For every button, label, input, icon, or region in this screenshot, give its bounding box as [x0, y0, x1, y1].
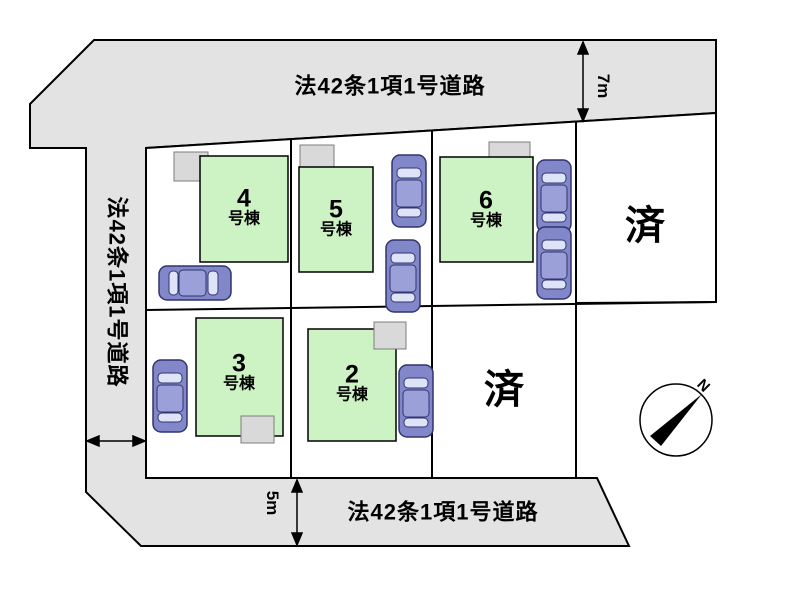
porch-2	[373, 321, 407, 350]
bottom-road-label: 法42条1項1号道路	[347, 499, 539, 525]
bottom-road-width-label: 5m	[262, 490, 282, 516]
building-6-suffix: 号棟	[469, 212, 503, 230]
buildings	[195, 155, 534, 442]
building-4-number: 4	[237, 184, 251, 213]
car-lot4	[158, 265, 232, 301]
top-road-label: 法42条1項1号道路	[294, 73, 486, 99]
car-lot2	[398, 364, 434, 438]
building-2-label: 2 号棟	[336, 361, 368, 404]
car-lot5-a	[391, 154, 427, 228]
building-6	[439, 156, 534, 263]
building-5-suffix: 号棟	[319, 221, 353, 239]
dimension-arrows	[85, 40, 590, 547]
sold-lot-top-right-label: 済	[625, 204, 667, 248]
building-6-number: 6	[479, 186, 493, 215]
building-5-number: 5	[329, 195, 343, 224]
car-lot6-b	[536, 226, 572, 300]
porch-3	[240, 415, 275, 444]
building-2-number: 2	[345, 360, 359, 389]
car-lot5-b	[385, 239, 421, 313]
building-5	[298, 166, 374, 273]
car-lot3	[152, 359, 188, 433]
porches-front	[240, 321, 407, 444]
building-5-label: 5 号棟	[320, 196, 352, 239]
left-road-label: 法42条1項1号道路	[104, 196, 130, 388]
building-4	[199, 155, 289, 263]
building-4-suffix: 号棟	[227, 210, 261, 228]
building-3-label: 3 号棟	[223, 350, 255, 393]
building-3-suffix: 号棟	[222, 375, 256, 393]
porch-5	[299, 144, 335, 169]
compass-needle-icon	[650, 394, 702, 446]
building-2-suffix: 号棟	[335, 386, 369, 404]
building-4-label: 4 号棟	[228, 185, 260, 228]
building-6-label: 6 号棟	[470, 187, 502, 230]
building-3-number: 3	[232, 349, 246, 378]
sold-lot-bottom-label: 済	[484, 368, 526, 412]
road-area	[29, 39, 717, 547]
car-lot6-a	[536, 159, 572, 233]
top-road-width-label: 7m	[593, 73, 613, 99]
compass	[639, 383, 713, 457]
